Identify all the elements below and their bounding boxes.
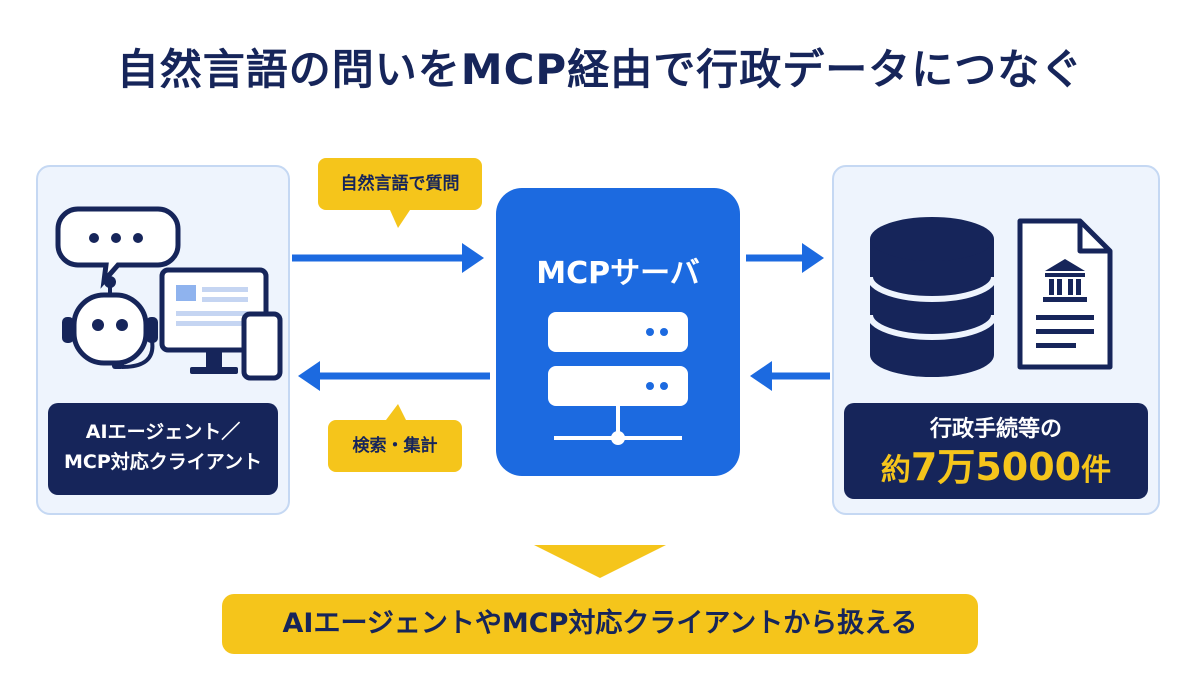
count-number: 7万5000 bbox=[910, 445, 1082, 489]
mcp-server-title: MCPサーバ bbox=[536, 256, 700, 291]
mcp-server-box: MCPサーバ bbox=[496, 188, 740, 476]
government-document-icon bbox=[1017, 218, 1113, 370]
arrow-server-to-agent bbox=[298, 361, 490, 391]
bottom-banner: AIエージェントやMCP対応クライアントから扱える bbox=[222, 594, 978, 654]
agent-illustration bbox=[55, 206, 283, 381]
query-bubble: 自然言語で質問 bbox=[318, 158, 482, 210]
agent-client-panel: AIエージェント／ MCP対応クライアント bbox=[36, 165, 290, 515]
result-bubble: 検索・集計 bbox=[328, 420, 462, 472]
government-data-panel: 行政手続等の 約7万5000件 bbox=[832, 165, 1160, 515]
query-bubble-tail bbox=[390, 210, 410, 228]
agent-client-label: AIエージェント／ MCP対応クライアント bbox=[48, 403, 278, 495]
arrow-data-to-server bbox=[750, 361, 830, 391]
count-suffix: 件 bbox=[1081, 453, 1112, 488]
arrow-agent-to-server bbox=[292, 243, 484, 273]
robot-agent-icon bbox=[62, 276, 158, 369]
database-icon bbox=[867, 217, 997, 377]
procedures-label-line1: 行政手続等の bbox=[929, 417, 1062, 442]
count-prefix: 約 bbox=[880, 453, 911, 488]
procedures-count-label: 行政手続等の 約7万5000件 bbox=[844, 403, 1148, 499]
arrow-server-to-data bbox=[746, 243, 824, 273]
agent-label-line2: MCP対応クライアント bbox=[63, 451, 263, 473]
monitor-icon bbox=[159, 267, 269, 374]
procedures-count: 約7万5000件 bbox=[844, 447, 1148, 491]
result-bubble-tail bbox=[386, 404, 406, 420]
smartphone-icon bbox=[241, 311, 283, 381]
agent-label-line1: AIエージェント／ bbox=[85, 421, 241, 443]
chat-bubble-icon bbox=[55, 206, 181, 289]
server-rack-icon bbox=[548, 312, 688, 445]
down-arrow-icon bbox=[534, 545, 666, 578]
page-title: 自然言語の問いをMCP経由で行政データにつなぐ bbox=[116, 45, 1084, 94]
data-illustration bbox=[867, 217, 1113, 377]
